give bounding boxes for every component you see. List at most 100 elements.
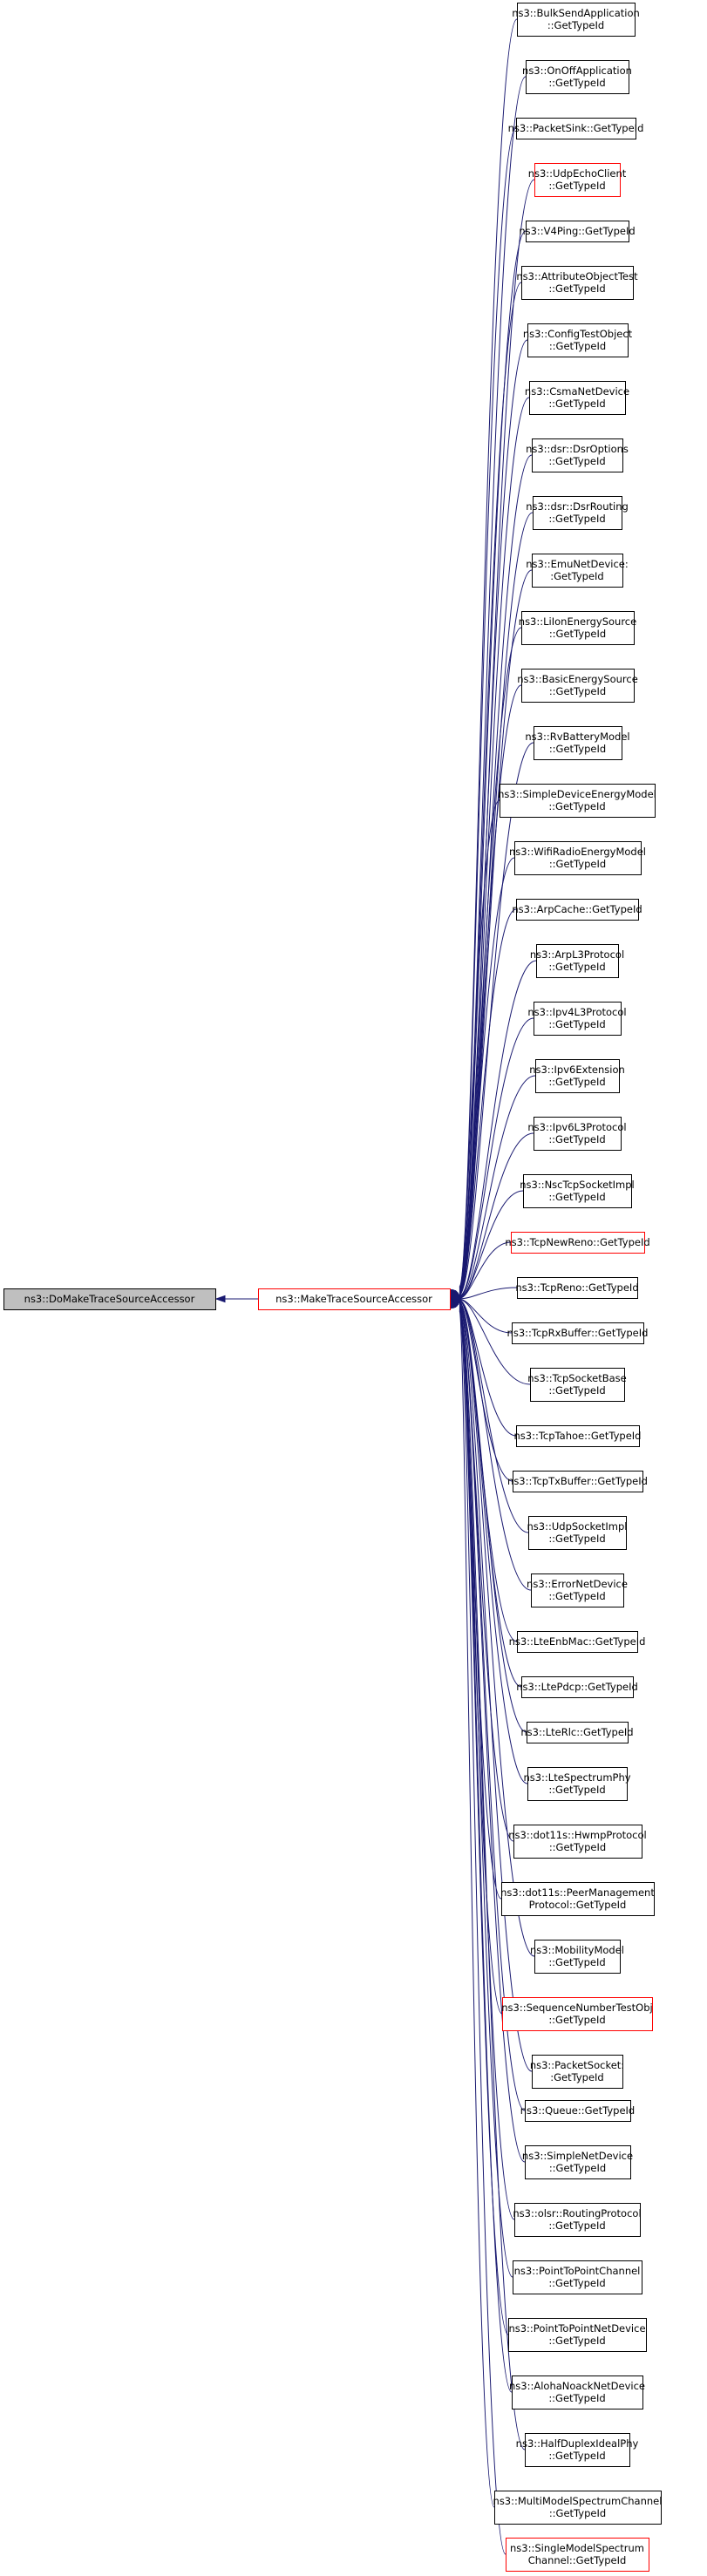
caller-node-ns3-pointtopointnetdevice-gettypeid-box <box>508 2318 647 2352</box>
caller-node-ns3-tcpreno-gettypeid[interactable]: ns3::TcpReno::GetTypeId <box>515 1277 639 1299</box>
caller-node-ns3-wifiradioenergymodel-gettypeid[interactable]: ns3::WifiRadioEnergyModel::GetTypeId <box>509 841 646 875</box>
caller-node-ns3-halfduplexidealphy-gettypeid[interactable]: ns3::HalfDuplexIdealPhy::GetTypeId <box>516 2433 639 2467</box>
caller-node-ns3-dot11s-peermanagementprotocol-gettypeid-label-line-1: ns3::dot11s::PeerManagement <box>500 1886 655 1899</box>
caller-node-ns3-mobilitymodel-gettypeid-box <box>534 1940 621 1974</box>
caller-node-ns3-mobilitymodel-gettypeid[interactable]: ns3::MobilityModel::GetTypeId <box>530 1940 624 1974</box>
caller-node-ns3-ipv6l3protocol-gettypeid[interactable]: ns3::Ipv6L3Protocol::GetTypeId <box>527 1117 627 1151</box>
caller-node-ns3-mobilitymodel-gettypeid-label-line-2: ::GetTypeId <box>548 1956 605 1968</box>
caller-node-ns3-onoffapplication-gettypeid[interactable]: ns3::OnOffApplication::GetTypeId <box>522 60 632 94</box>
caller-node-ns3-tcpreno-gettypeid-label-line-1: ns3::TcpReno::GetTypeId <box>515 1281 638 1294</box>
caller-node-ns3-ipv4l3protocol-gettypeid-label-line-2: ::GetTypeId <box>548 1018 605 1030</box>
caller-node-ns3-ipv6extension-gettypeid-box <box>535 1059 620 1093</box>
caller-node-ns3-simpledeviceenergymodel-gettypeid[interactable]: ns3::SimpleDeviceEnergyModel::GetTypeId <box>498 784 656 818</box>
caller-node-ns3-udpechoclient-gettypeid[interactable]: ns3::UdpEchoClient::GetTypeId <box>528 163 627 197</box>
caller-node-ns3-basicenergysource-gettypeid[interactable]: ns3::BasicEnergySource::GetTypeId <box>517 669 638 703</box>
caller-node-ns3-ipv6l3protocol-gettypeid-box <box>534 1117 622 1151</box>
caller-node-ns3-ipv6extension-gettypeid[interactable]: ns3::Ipv6Extension::GetTypeId <box>529 1059 625 1093</box>
caller-node-ns3-rvbatterymodel-gettypeid[interactable]: ns3::RvBatteryModel::GetTypeId <box>525 726 630 760</box>
caller-node-ns3-lteenbmac-gettypeid[interactable]: ns3::LteEnbMac::GetTypeId <box>509 1631 646 1653</box>
caller-node-ns3-ltepdcp-gettypeid[interactable]: ns3::LtePdcp::GetTypeId <box>516 1676 638 1698</box>
caller-node-ns3-pointtopointnetdevice-gettypeid[interactable]: ns3::PointToPointNetDevice::GetTypeId <box>508 2318 647 2352</box>
root-node-label-line-1: ns3::DoMakeTraceSourceAccessor <box>24 1293 195 1305</box>
edge-ns3-ltespectrumphy-gettypeid <box>459 1303 528 1784</box>
caller-node-ns3-udpsocketimpl-gettypeid-box <box>528 1516 627 1550</box>
caller-node-ns3-lteenbmac-gettypeid-box <box>517 1631 638 1653</box>
caller-node-ns3-csmanetdevice-gettypeid-label-line-2: ::GetTypeId <box>548 398 605 410</box>
caller-node-ns3-packetsink-gettypeid-box <box>516 118 636 139</box>
edge-ns3-wifiradioenergymodel-gettypeid <box>459 857 515 1295</box>
caller-node-ns3-configtestobject-gettypeid-label-line-2: ::GetTypeId <box>549 340 606 352</box>
caller-node-ns3-ltespectrumphy-gettypeid-box <box>527 1767 628 1801</box>
caller-node-ns3-errornetdevice-gettypeid[interactable]: ns3::ErrorNetDevice::GetTypeId <box>527 1573 628 1607</box>
caller-node-ns3-tcpnewreno-gettypeid[interactable]: ns3::TcpNewReno::GetTypeId <box>505 1232 650 1254</box>
caller-node-ns3-pointtopointchannel-gettypeid[interactable]: ns3::PointToPointChannel::GetTypeId <box>513 2260 642 2294</box>
caller-node-ns3-ipv6l3protocol-gettypeid-label-line-1: ns3::Ipv6L3Protocol <box>527 1121 626 1133</box>
edge-ns3-tcpreno-gettypeid <box>459 1287 518 1300</box>
hub-node-label-line-1: ns3::MakeTraceSourceAccessor <box>275 1293 432 1305</box>
caller-node-ns3-packetsocket-gettypeid-label-line-2: :GetTypeId <box>550 2071 603 2083</box>
caller-node-ns3-ltespectrumphy-gettypeid[interactable]: ns3::LteSpectrumPhy::GetTypeId <box>523 1767 631 1801</box>
caller-node-ns3-singlemodelspectrumchannel-gettypeid-box <box>506 2538 649 2572</box>
caller-node-ns3-nsctcpsocketimpl-gettypeid[interactable]: ns3::NscTcpSocketImpl::GetTypeId <box>520 1174 635 1208</box>
caller-node-ns3-tcptahoe-gettypeid[interactable]: ns3::TcpTahoe::GetTypeId <box>514 1425 642 1447</box>
caller-node-ns3-alohanoacknetdevice-gettypeid[interactable]: ns3::AlohaNoackNetDevice::GetTypeId <box>509 2375 645 2409</box>
caller-node-ns3-liionenergysource-gettypeid-label-line-2: ::GetTypeId <box>549 628 606 640</box>
caller-node-ns3-arpcache-gettypeid[interactable]: ns3::ArpCache::GetTypeId <box>512 899 642 921</box>
caller-node-ns3-packetsink-gettypeid[interactable]: ns3::PacketSink::GetTypeId <box>508 118 644 139</box>
edge-ns3-configtestobject-gettypeid <box>459 339 528 1290</box>
caller-node-ns3-liionenergysource-gettypeid[interactable]: ns3::LiIonEnergySource::GetTypeId <box>519 611 636 645</box>
caller-node-ns3-emunetdevice-gettypeid[interactable]: ns3::EmuNetDevice::GetTypeId <box>526 554 629 588</box>
caller-node-ns3-pointtopointnetdevice-gettypeid-label-line-2: ::GetTypeId <box>548 2335 605 2347</box>
caller-node-ns3-singlemodelspectrumchannel-gettypeid[interactable]: ns3::SingleModelSpectrumChannel::GetType… <box>506 2538 649 2572</box>
caller-node-ns3-tcpsocketbase-gettypeid[interactable]: ns3::TcpSocketBase::GetTypeId <box>527 1368 627 1402</box>
caller-node-ns3-udpechoclient-gettypeid-box <box>534 163 621 197</box>
root-node[interactable]: ns3::DoMakeTraceSourceAccessor <box>3 1288 216 1310</box>
caller-node-ns3-lterlc-gettypeid[interactable]: ns3::LteRlc::GetTypeId <box>520 1722 634 1743</box>
edge-ns3-singlemodelspectrumchannel-gettypeid <box>459 1310 506 2555</box>
caller-node-ns3-udpsocketimpl-gettypeid[interactable]: ns3::UdpSocketImpl::GetTypeId <box>527 1516 628 1550</box>
caller-node-ns3-ipv6extension-gettypeid-label-line-2: ::GetTypeId <box>548 1076 605 1088</box>
caller-node-ns3-singlemodelspectrumchannel-gettypeid-label-line-2: Channel::GetTypeId <box>528 2554 627 2566</box>
caller-node-ns3-udpsocketimpl-gettypeid-label-line-2: ::GetTypeId <box>548 1533 605 1545</box>
caller-node-ns3-attributeobjecttest-gettypeid[interactable]: ns3::AttributeObjectTest::GetTypeId <box>516 266 638 300</box>
caller-node-ns3-tcprxbuffer-gettypeid[interactable]: ns3::TcpRxBuffer::GetTypeId <box>507 1322 649 1344</box>
caller-node-ns3-arpl3protocol-gettypeid-box <box>536 944 619 978</box>
caller-node-ns3-olsr-routingprotocol-gettypeid[interactable]: ns3::olsr::RoutingProtocol::GetTypeId <box>513 2203 642 2237</box>
caller-node-ns3-packetsocket-gettypeid[interactable]: ns3::PacketSocket::GetTypeId <box>530 2055 624 2089</box>
caller-node-ns3-dsr-dsroptions-gettypeid[interactable]: ns3::dsr::DsrOptions::GetTypeId <box>526 438 629 472</box>
caller-node-ns3-udpechoclient-gettypeid-label-line-1: ns3::UdpEchoClient <box>528 167 627 180</box>
caller-node-ns3-dsr-dsrrouting-gettypeid[interactable]: ns3::dsr::DsrRouting::GetTypeId <box>526 496 629 530</box>
caller-node-ns3-arpcache-gettypeid-box <box>516 899 639 921</box>
caller-node-ns3-wifiradioenergymodel-gettypeid-label-line-2: ::GetTypeId <box>549 858 606 870</box>
caller-node-ns3-configtestobject-gettypeid[interactable]: ns3::ConfigTestObject::GetTypeId <box>523 323 633 357</box>
edge-hub-to-root-arrowhead <box>214 1295 226 1303</box>
edge-ns3-tcpsocketbase-gettypeid <box>459 1299 531 1385</box>
hub-node[interactable]: ns3::MakeTraceSourceAccessor <box>258 1288 451 1310</box>
caller-node-ns3-tcptxbuffer-gettypeid-label-line-1: ns3::TcpTxBuffer::GetTypeId <box>507 1475 648 1487</box>
caller-node-ns3-tcptxbuffer-gettypeid[interactable]: ns3::TcpTxBuffer::GetTypeId <box>507 1471 648 1492</box>
edge-ns3-tcprxbuffer-gettypeid <box>459 1298 513 1334</box>
edge-ns3-alohanoacknetdevice-gettypeid <box>459 1309 513 2393</box>
caller-node-ns3-v4ping-gettypeid[interactable]: ns3::V4Ping::GetTypeId <box>519 221 636 242</box>
caller-node-ns3-queue-gettypeid[interactable]: ns3::Queue::GetTypeId <box>520 2100 635 2122</box>
caller-node-ns3-multimodelspectrumchannel-gettypeid[interactable]: ns3::MultiModelSpectrumChannel::GetTypeI… <box>493 2491 663 2525</box>
caller-node-ns3-rvbatterymodel-gettypeid-box <box>534 726 622 760</box>
caller-node-ns3-arpl3protocol-gettypeid[interactable]: ns3::ArpL3Protocol::GetTypeId <box>530 944 624 978</box>
caller-node-ns3-ipv4l3protocol-gettypeid[interactable]: ns3::Ipv4L3Protocol::GetTypeId <box>527 1002 627 1036</box>
caller-node-ns3-csmanetdevice-gettypeid[interactable]: ns3::CsmaNetDevice::GetTypeId <box>525 381 629 415</box>
caller-node-ns3-pointtopointchannel-gettypeid-label-line-1: ns3::PointToPointChannel <box>514 2265 641 2277</box>
caller-node-ns3-sequencenumbertestobj-gettypeid-label-line-1: ns3::SequenceNumberTestObj <box>501 2002 652 2014</box>
caller-node-ns3-sequencenumbertestobj-gettypeid[interactable]: ns3::SequenceNumberTestObj::GetTypeId <box>501 1997 653 2031</box>
caller-node-ns3-simplenetdevice-gettypeid[interactable]: ns3::SimpleNetDevice::GetTypeId <box>522 2145 633 2179</box>
caller-node-ns3-bulksendapplication-gettypeid[interactable]: ns3::BulkSendApplication::GetTypeId <box>512 3 640 37</box>
caller-node-ns3-dot11s-peermanagementprotocol-gettypeid-label-line-2: Protocol::GetTypeId <box>529 1899 627 1911</box>
caller-node-ns3-dot11s-peermanagementprotocol-gettypeid[interactable]: ns3::dot11s::PeerManagementProtocol::Get… <box>500 1882 655 1916</box>
caller-node-ns3-olsr-routingprotocol-gettypeid-box <box>514 2203 641 2237</box>
edge-ns3-olsr-routingprotocol-gettypeid <box>459 1308 515 2220</box>
caller-node-ns3-tcprxbuffer-gettypeid-label-line-1: ns3::TcpRxBuffer::GetTypeId <box>507 1327 649 1339</box>
caller-node-ns3-ltepdcp-gettypeid-label-line-1: ns3::LtePdcp::GetTypeId <box>516 1681 638 1693</box>
caller-node-ns3-tcptahoe-gettypeid-label-line-1: ns3::TcpTahoe::GetTypeId <box>514 1430 642 1442</box>
edge-ns3-udpsocketimpl-gettypeid <box>459 1301 529 1533</box>
caller-node-ns3-simpledeviceenergymodel-gettypeid-label-line-1: ns3::SimpleDeviceEnergyModel <box>498 788 656 800</box>
caller-node-ns3-dot11s-hwmpprotocol-gettypeid[interactable]: ns3::dot11s::HwmpProtocol::GetTypeId <box>508 1825 647 1859</box>
